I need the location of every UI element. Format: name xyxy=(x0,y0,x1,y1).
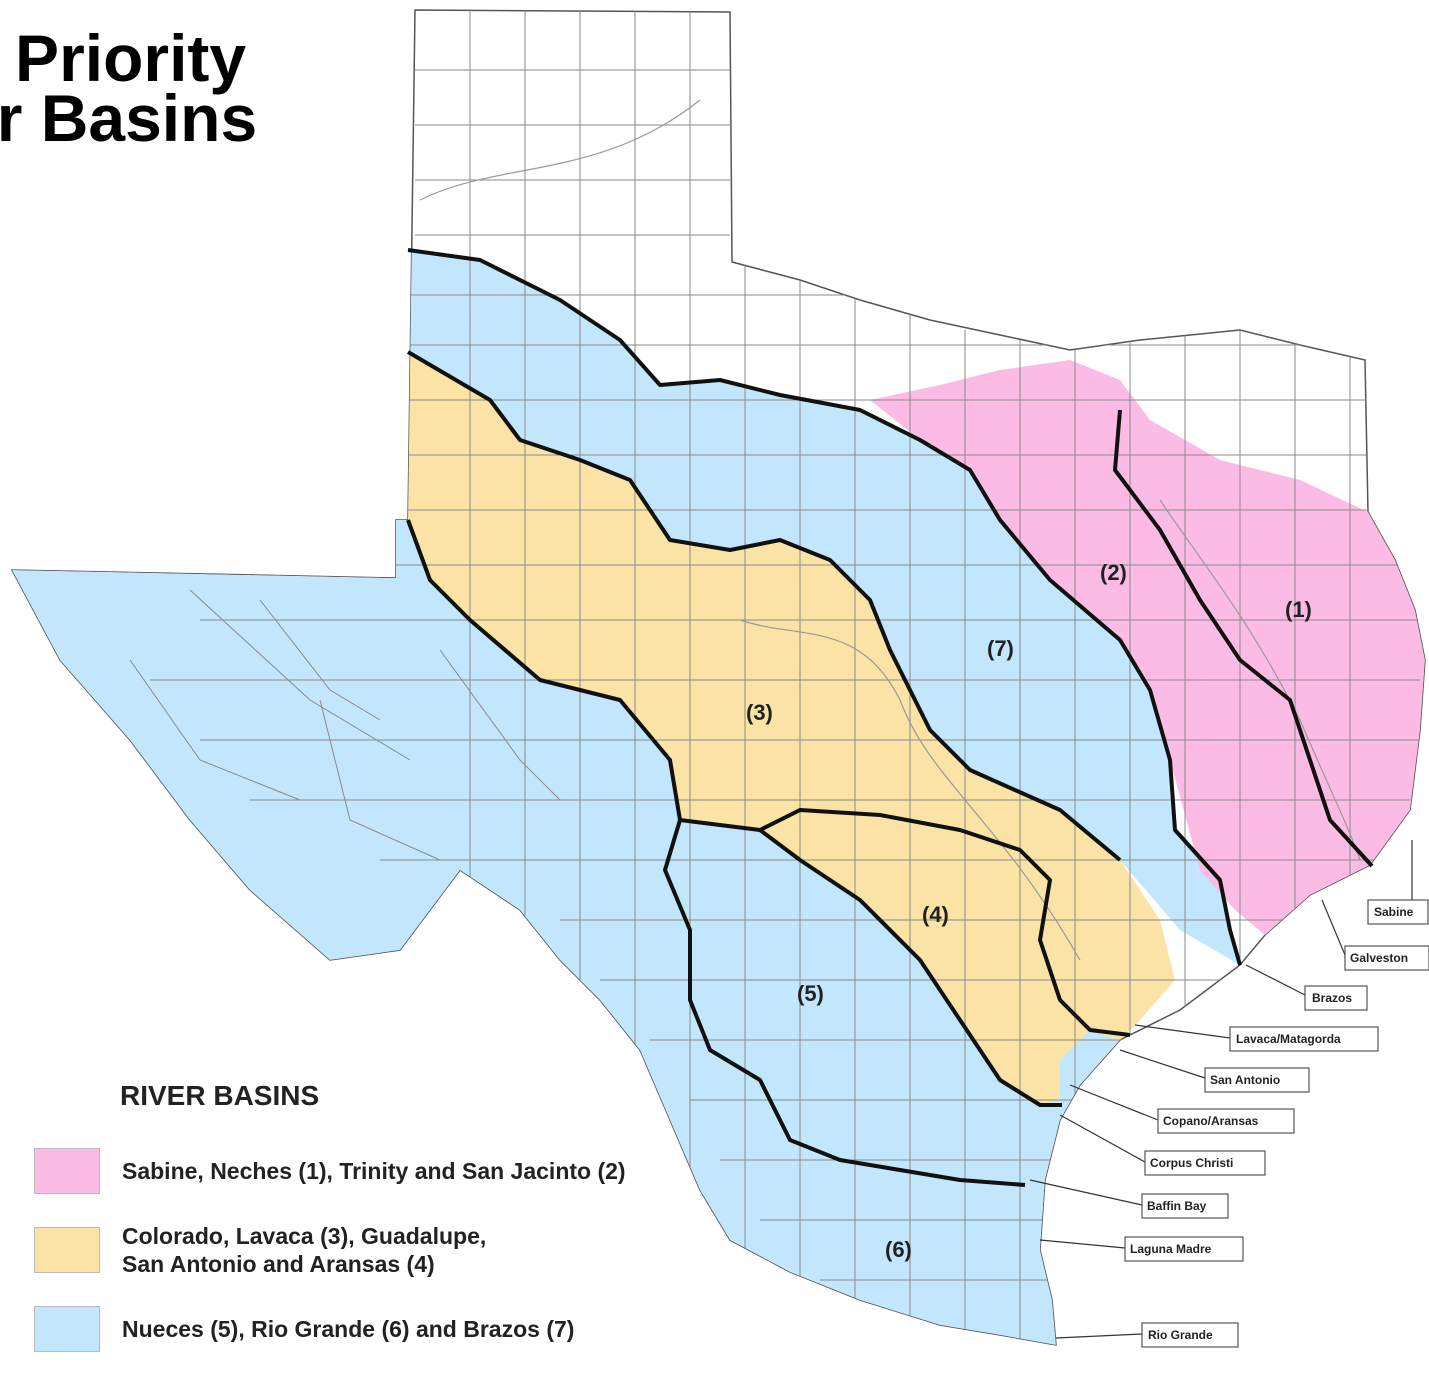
bay-label-copano-aransas: Copano/Aransas xyxy=(1163,1114,1259,1128)
bay-label-galveston: Galveston xyxy=(1350,951,1408,965)
bay-label-corpus-christi: Corpus Christi xyxy=(1150,1156,1233,1170)
bay-label-laguna-madre: Laguna Madre xyxy=(1130,1242,1212,1256)
basin-region-brazos xyxy=(408,250,1240,965)
legend-label: Nueces (5), Rio Grande (6) and Brazos (7… xyxy=(122,1316,575,1342)
basin-label-1: (1) xyxy=(1285,597,1312,622)
bay-label-boxes: Sabine Galveston Brazos Lavaca/Matagorda… xyxy=(1124,899,1429,1348)
legend-item-colorado-guadalupe: Colorado, Lavaca (3), Guadalupe, San Ant… xyxy=(34,1222,754,1278)
map-title-line-1: 3 Priority xyxy=(0,21,247,95)
basin-label-3: (3) xyxy=(746,700,773,725)
legend-label: Colorado, Lavaca (3), Guadalupe, San Ant… xyxy=(122,1223,487,1277)
map-title: 3 Priority er Basins xyxy=(0,21,258,155)
bay-label-sabine: Sabine xyxy=(1374,905,1414,919)
basin-boundaries xyxy=(406,248,1374,1187)
legend-title: RIVER BASINS xyxy=(120,1080,320,1111)
legend-swatch-yellow xyxy=(34,1227,100,1273)
bay-callouts xyxy=(1029,840,1413,1339)
basin-label-5: (5) xyxy=(797,981,824,1006)
basin-label-4: (4) xyxy=(922,902,949,927)
legend-swatch-pink xyxy=(34,1148,100,1194)
bay-label-san-antonio: San Antonio xyxy=(1210,1073,1280,1087)
legend-item-nueces-rio-grande-brazos: Nueces (5), Rio Grande (6) and Brazos (7… xyxy=(34,1306,754,1352)
basin-label-6: (6) xyxy=(885,1237,912,1262)
basin-region-sabine-trinity xyxy=(870,360,1425,935)
map-title-line-2: er Basins xyxy=(0,81,258,155)
legend-label: Sabine, Neches (1), Trinity and San Jaci… xyxy=(122,1158,626,1184)
bay-label-baffin-bay: Baffin Bay xyxy=(1147,1199,1207,1213)
basin-region-rio-grande-nueces xyxy=(12,520,1120,1345)
basin-label-2: (2) xyxy=(1100,560,1127,585)
legend-swatch-blue xyxy=(34,1306,100,1352)
legend: RIVER BASINS Sabine, Neches (1), Trinity… xyxy=(34,1080,754,1380)
legend-item-sabine-trinity: Sabine, Neches (1), Trinity and San Jaci… xyxy=(34,1148,754,1194)
basin-label-7: (7) xyxy=(987,636,1014,661)
basin-region-colorado-guadalupe xyxy=(408,352,1175,1105)
bay-label-brazos: Brazos xyxy=(1312,991,1352,1005)
bay-label-rio-grande: Rio Grande xyxy=(1148,1328,1213,1342)
bay-label-lavaca-matagorda: Lavaca/Matagorda xyxy=(1236,1032,1341,1046)
